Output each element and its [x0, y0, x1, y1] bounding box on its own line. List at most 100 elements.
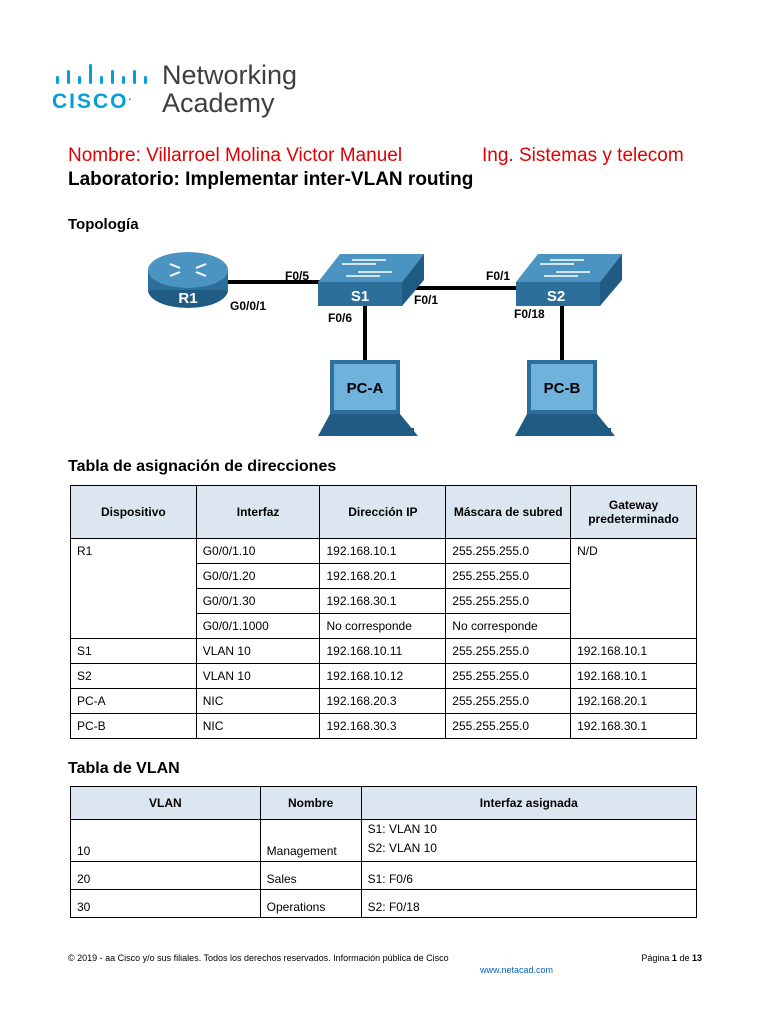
table-row: PC-B NIC 192.168.30.3 255.255.255.0 192.… [70, 713, 697, 739]
table-row: G0/0/1.1000 No corresponde No correspond… [70, 613, 697, 639]
table-cell: 255.255.255.0 [445, 663, 572, 689]
port-label-s1-f05: F0/5 [285, 269, 309, 283]
topology-diagram: R1 S1 S2 PC-A PC-B F0/5 G0/0/1 F0/6 F0 [148, 252, 622, 436]
table-cell: 10 [70, 819, 261, 862]
table-cell: S1 [70, 638, 197, 664]
table-cell: G0/0/1.10 [195, 538, 321, 564]
page-of: de [679, 953, 690, 963]
table-cell: S1: F0/6 [360, 861, 698, 890]
student-name-line: Nombre: Villarroel Molina Victor Manuel … [68, 145, 708, 167]
pc-a-label: PC-A [347, 380, 384, 397]
table-header-row: Dispositivo Interfaz Dirección IP Máscar… [70, 485, 697, 539]
student-name: Nombre: Villarroel Molina Victor Manuel [68, 145, 403, 166]
switch-s2-icon: S2 [516, 254, 622, 306]
table-cell: 255.255.255.0 [445, 588, 572, 614]
switch-s1-icon: S1 [318, 254, 424, 306]
pc-a-icon: PC-A [318, 360, 418, 436]
table-cell: G0/0/1.30 [195, 588, 321, 614]
table-cell: G0/0/1.20 [195, 563, 321, 589]
table-cell: S2: F0/18 [360, 889, 698, 918]
table-cell: 255.255.255.0 [445, 713, 572, 739]
lab-title: Laboratorio: Implementar inter-VLAN rout… [68, 169, 474, 190]
table-cell: VLAN 10 [195, 663, 321, 689]
table-row: 20 Sales S1: F0/6 [70, 861, 698, 890]
table-cell: Management [259, 819, 362, 862]
logo-networking: Networking [162, 60, 298, 90]
port-label-s1-f01: F0/1 [414, 293, 438, 307]
table-cell [570, 588, 697, 614]
table-header-row: VLAN Nombre Interfaz asignada [70, 786, 698, 820]
column-header: VLAN [70, 786, 261, 820]
table-row: 30 Operations S2: F0/18 [70, 889, 698, 918]
cisco-networking-academy-logo: CISCO. Networking Academy [52, 56, 312, 126]
table-cell: 192.168.10.11 [319, 638, 447, 664]
table-cell: 192.168.10.12 [319, 663, 447, 689]
table-cell: 192.168.30.1 [570, 713, 697, 739]
page-number: Página 1 de 13 [641, 953, 702, 963]
column-header: Interfaz [195, 485, 321, 539]
column-header: Nombre [259, 786, 362, 820]
table-cell: PC-A [70, 688, 197, 714]
table-cell [570, 563, 697, 589]
port-label-s2-f01: F0/1 [486, 269, 510, 283]
table-cell [70, 613, 197, 639]
column-header: Gateway predeterminado [570, 485, 697, 539]
table-row: PC-A NIC 192.168.20.3 255.255.255.0 192.… [70, 688, 697, 714]
table-cell [70, 563, 197, 589]
table-row: 10 Management S1: VLAN 10 S2: VLAN 10 [70, 819, 698, 862]
table-cell [570, 613, 697, 639]
table-cell: VLAN 10 [195, 638, 321, 664]
column-header: Dispositivo [70, 485, 197, 539]
table-cell [70, 588, 197, 614]
table-cell: No corresponde [319, 613, 447, 639]
cisco-wordmark: CISCO. [52, 90, 134, 113]
table-cell: 192.168.10.1 [570, 663, 697, 689]
table-cell: R1 [70, 538, 197, 564]
table-cell: NIC [195, 713, 321, 739]
s2-label: S2 [547, 288, 565, 305]
table-cell: Operations [259, 889, 362, 918]
port-label-s2-f018: F0/18 [514, 307, 545, 321]
netacad-link[interactable]: www.netacad.com [480, 965, 554, 975]
table-row: R1 G0/0/1.10 192.168.10.1 255.255.255.0 … [70, 538, 697, 564]
table-cell: S2 [70, 663, 197, 689]
vlan-table: VLAN Nombre Interfaz asignada 10 Managem… [70, 786, 698, 918]
pc-b-label: PC-B [544, 380, 581, 397]
career: Ing. Sistemas y telecom [482, 145, 684, 166]
pc-b-icon: PC-B [515, 360, 615, 436]
column-header: Máscara de subred [445, 485, 572, 539]
table-cell: 255.255.255.0 [445, 688, 572, 714]
table-row: G0/0/1.20 192.168.20.1 255.255.255.0 [70, 563, 697, 589]
page-total: 13 [691, 953, 702, 963]
table-row: S2 VLAN 10 192.168.10.12 255.255.255.0 1… [70, 663, 697, 689]
table-cell: 255.255.255.0 [445, 563, 572, 589]
table-cell: Sales [259, 861, 362, 890]
table-cell: 192.168.10.1 [319, 538, 447, 564]
router-r1-icon: R1 [148, 252, 228, 308]
page-label: Página [641, 953, 670, 963]
table-cell: No corresponde [445, 613, 572, 639]
r1-label: R1 [178, 290, 197, 307]
column-header: Interfaz asignada [360, 786, 698, 820]
table-cell: PC-B [70, 713, 197, 739]
table-cell: N/D [570, 538, 697, 564]
vlan-table-heading: Tabla de VLAN [68, 760, 180, 777]
port-label-s1-f06: F0/6 [328, 311, 352, 325]
table-row: G0/0/1.30 192.168.30.1 255.255.255.0 [70, 588, 697, 614]
table-cell: 30 [70, 889, 261, 918]
column-header: Dirección IP [319, 485, 447, 539]
topology-heading: Topología [68, 216, 139, 233]
table-cell: G0/0/1.1000 [195, 613, 321, 639]
s1-label: S1 [351, 288, 369, 305]
logo-academy: Academy [162, 88, 275, 118]
table-cell: 255.255.255.0 [445, 638, 572, 664]
table-row: S1 VLAN 10 192.168.10.11 255.255.255.0 1… [70, 638, 697, 664]
cisco-bars-icon [56, 64, 147, 84]
table-cell: 255.255.255.0 [445, 538, 572, 564]
port-label-r1-g001: G0/0/1 [230, 299, 266, 313]
table-cell: 192.168.20.3 [319, 688, 447, 714]
address-table-heading: Tabla de asignación de direcciones [68, 458, 337, 475]
address-table: Dispositivo Interfaz Dirección IP Máscar… [70, 485, 697, 739]
table-cell: 192.168.20.1 [570, 688, 697, 714]
table-cell: 192.168.20.1 [319, 563, 447, 589]
